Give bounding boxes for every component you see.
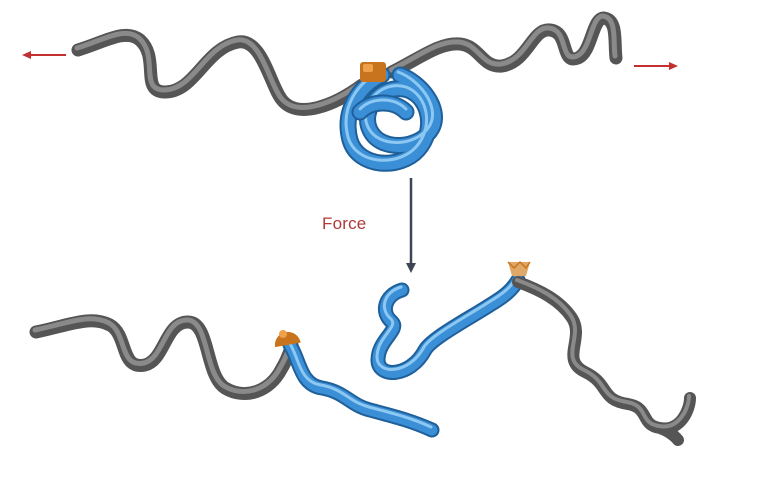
knot-end-cap: [360, 62, 386, 82]
right-fragment-end-cap: [507, 260, 531, 276]
force-label: Force: [322, 214, 367, 233]
blue-knot: [339, 66, 443, 172]
left-fragment-polymer-chain: [29, 314, 299, 400]
right-fragment-blue-strand: [370, 272, 526, 380]
intact-knotted-polymer: [71, 11, 623, 172]
broken-right-fragment: [370, 260, 696, 446]
left-fragment-blue-strand: [282, 337, 440, 438]
broken-left-fragment: [29, 314, 440, 438]
left-fragment-end-cap: [274, 330, 301, 348]
right-polymer-chain: [385, 11, 623, 79]
left-polymer-chain: [71, 28, 369, 116]
right-fragment-polymer-chain: [512, 276, 696, 446]
